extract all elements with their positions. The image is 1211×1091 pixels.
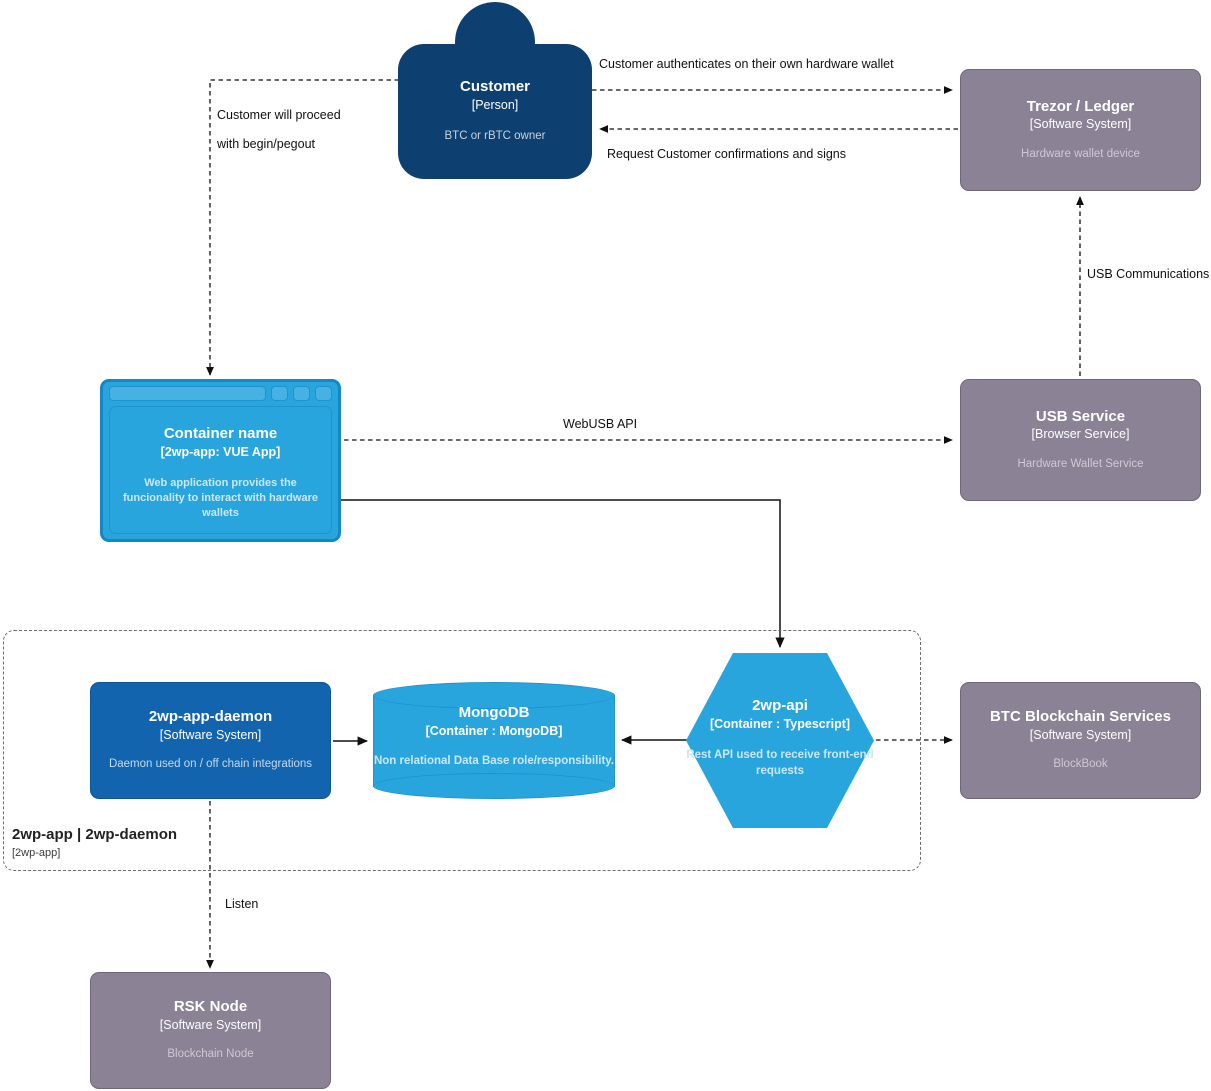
node-title: 2wp-api	[752, 697, 808, 714]
node-btc-blockchain-services[interactable]: BTC Blockchain Services [Software System…	[960, 682, 1201, 799]
node-2wp-api[interactable]: 2wp-api [Container : Typescript] Rest AP…	[686, 653, 874, 828]
node-trezor-ledger[interactable]: Trezor / Ledger [Software System] Hardwa…	[960, 69, 1201, 191]
edge-label-usb-communications: USB Communications	[1087, 267, 1210, 281]
node-description: Web application provides the funcionalit…	[123, 477, 318, 519]
node-tech: [Container : Typescript]	[709, 716, 851, 731]
node-description: Blockchain Node	[167, 1048, 254, 1061]
edge-label-customer-to-app-line1: Customer will proceed	[217, 108, 341, 122]
edge-label-listen: Listen	[225, 897, 259, 911]
node-tech: [Browser Service]	[1031, 427, 1130, 442]
cylinder-body	[373, 695, 615, 787]
system-boundary-label: 2wp-app | 2wp-daemon [2wp-app]	[12, 826, 177, 860]
edge-label-trezor-to-customer: Request Customer confirmations and signs	[607, 147, 847, 161]
node-description: Hardware Wallet Service	[1017, 457, 1144, 470]
cylinder-sides	[373, 695, 615, 787]
node-browser-app[interactable]: Container name [2wp-app: VUE App] Web ap…	[100, 379, 341, 542]
person-body: Customer [Person] BTC or rBTC owner	[398, 44, 592, 179]
node-tech: [Software System]	[1029, 117, 1132, 132]
system-boundary-2wp-app	[3, 630, 921, 871]
node-tech: [Person]	[471, 97, 519, 112]
node-title: Customer	[459, 78, 530, 96]
browser-button-icon	[271, 386, 288, 401]
node-title: RSK Node	[173, 998, 248, 1016]
node-description: Daemon used on / off chain integrations	[108, 758, 313, 771]
browser-button-icon	[293, 386, 310, 401]
node-description: Hardware wallet device	[1021, 147, 1140, 160]
browser-titlebar	[109, 386, 332, 401]
edge-label-webusb-api: WebUSB API	[563, 417, 638, 431]
node-tech: [Software System]	[1029, 727, 1132, 742]
edge-customer-to-browser-app	[205, 79, 399, 376]
browser-viewport: Container name [2wp-app: VUE App] Web ap…	[109, 406, 332, 534]
node-title: BTC Blockchain Services	[990, 708, 1171, 726]
cylinder-top	[373, 682, 615, 709]
node-mongodb[interactable]: MongoDB [Container : MongoDB] Non relati…	[373, 682, 615, 799]
node-rsk-node[interactable]: RSK Node [Software System] Blockchain No…	[90, 972, 331, 1089]
node-tech: [Software System]	[159, 1017, 262, 1032]
node-title: 2wp-app-daemon	[148, 708, 273, 726]
node-text: 2wp-api [Container : Typescript] Rest AP…	[680, 697, 880, 779]
node-description: BlockBook	[1053, 758, 1108, 771]
node-description: BTC or rBTC owner	[444, 130, 546, 143]
node-customer[interactable]: Customer [Person] BTC or rBTC owner	[398, 2, 592, 182]
node-description: Non relational Data Base role/responsibi…	[373, 755, 615, 767]
node-tech: [2wp-app: VUE App]	[160, 444, 281, 459]
node-text: MongoDB [Container : MongoDB] Non relati…	[373, 704, 615, 770]
edge-label-customer-to-app-line2: with begin/pegout	[217, 137, 315, 151]
edge-browser-app-to-api	[341, 499, 785, 649]
node-title: Container name	[163, 425, 278, 442]
browser-url-bar	[109, 386, 266, 401]
cylinder-bottom	[373, 773, 615, 799]
browser-button-icon	[315, 386, 332, 401]
node-title: MongoDB	[458, 704, 530, 721]
node-tech: [Container : MongoDB]	[425, 723, 563, 738]
node-usb-service[interactable]: USB Service [Browser Service] Hardware W…	[960, 379, 1201, 501]
node-tech: [Software System]	[159, 727, 262, 742]
node-description: Rest API used to receive front-end reque…	[686, 749, 874, 777]
node-title: Trezor / Ledger	[1026, 97, 1135, 115]
node-title: USB Service	[1035, 407, 1126, 425]
boundary-title: 2wp-app | 2wp-daemon	[12, 826, 178, 843]
edge-label-customer-to-trezor: Customer authenticates on their own hard…	[599, 57, 894, 71]
boundary-subtitle: [2wp-app]	[12, 847, 61, 859]
node-2wp-app-daemon[interactable]: 2wp-app-daemon [Software System] Daemon …	[90, 682, 331, 799]
